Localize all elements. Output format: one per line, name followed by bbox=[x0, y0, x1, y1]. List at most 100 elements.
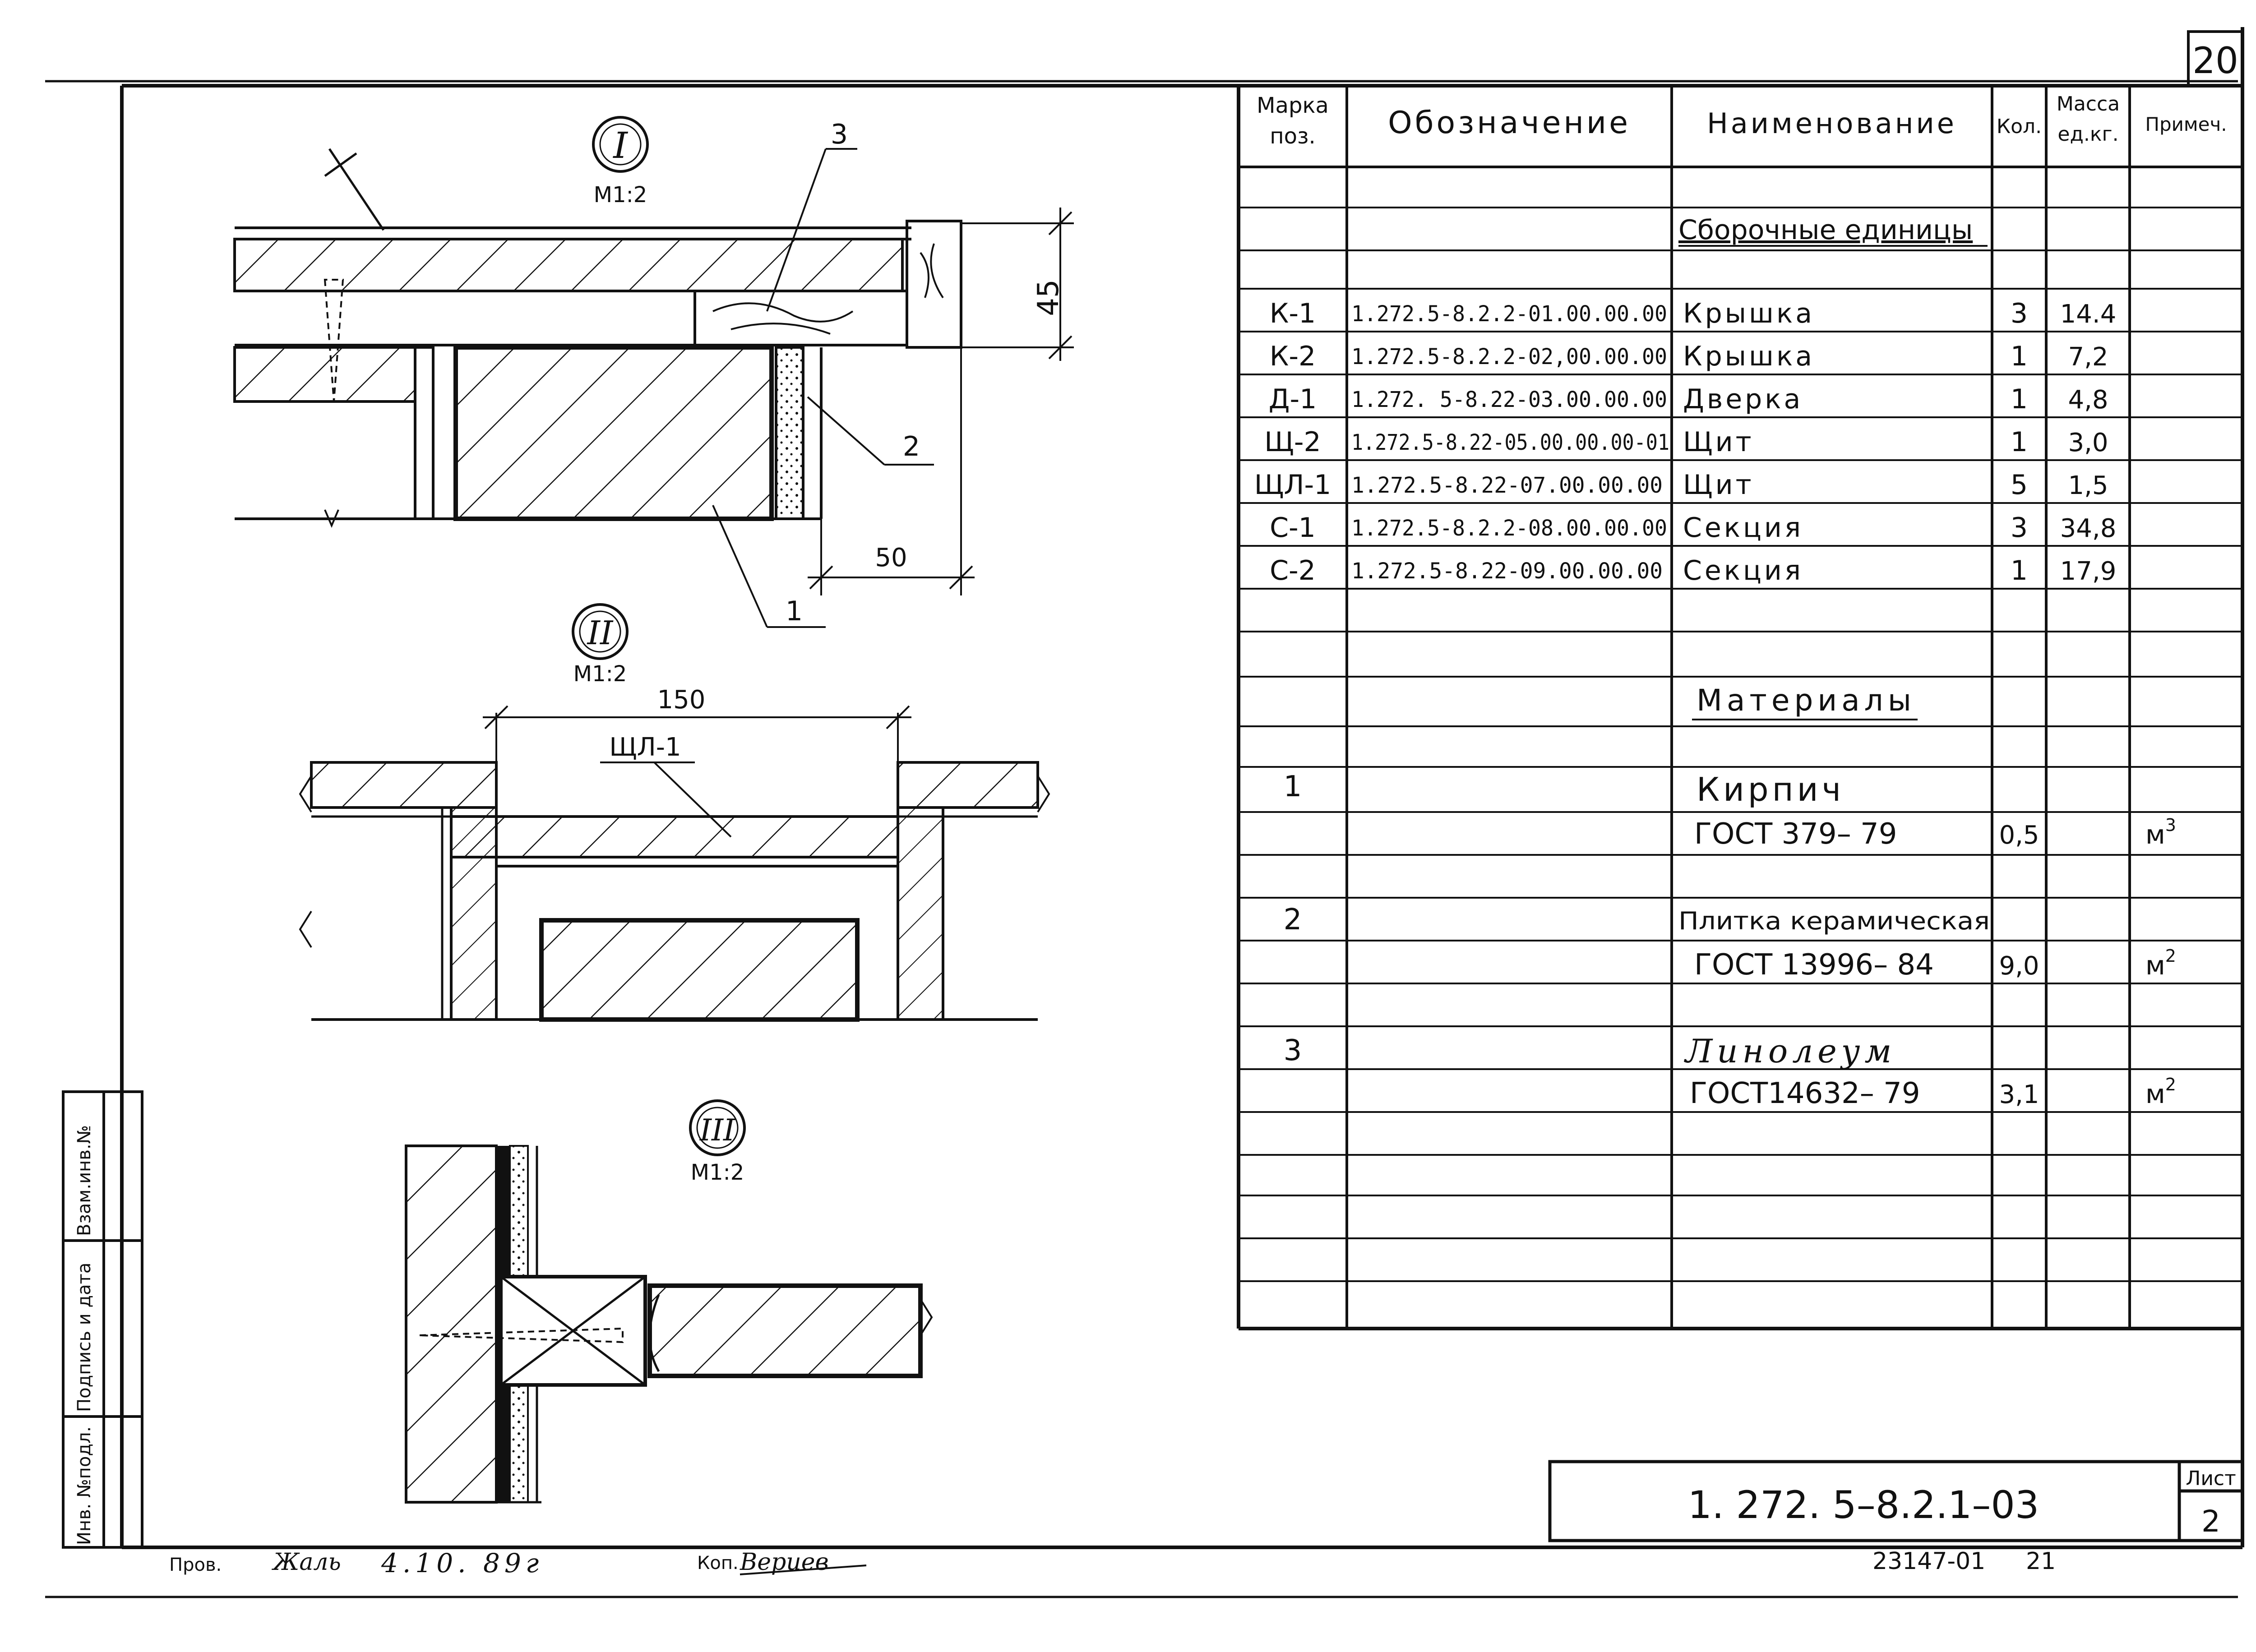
detail-1-callout-2: 2 bbox=[903, 431, 920, 462]
archive-number: 23147-01 bbox=[1872, 1548, 1985, 1575]
detail-2-numeral: II bbox=[587, 614, 614, 652]
item-mass: 3,0 bbox=[2068, 428, 2108, 457]
title-block bbox=[1548, 1460, 2244, 1542]
item-mark: К-1 bbox=[1270, 298, 1316, 329]
item-qty: 3 bbox=[2011, 298, 2028, 329]
material-unit: м3 bbox=[2145, 815, 2176, 850]
item-designation: 1.272.5-8.22-05.00.00.00-01 bbox=[1351, 430, 1669, 455]
item-mass: 7,2 bbox=[2068, 342, 2108, 372]
sheet-frame bbox=[45, 27, 2244, 1598]
side-stamp bbox=[62, 1090, 143, 1549]
material-std: ГОСТ14632– 79 bbox=[1690, 1077, 1920, 1110]
stamp-signature-date: Подпись и дата bbox=[74, 1263, 95, 1412]
item-mark: К-2 bbox=[1270, 341, 1316, 372]
item-designation: 1.272.5-8.2.2-01.00.00.00 bbox=[1351, 301, 1667, 327]
item-mass: 4,8 bbox=[2068, 385, 2108, 415]
detail-2-scale: М1:2 bbox=[573, 661, 627, 687]
material-unit: м2 bbox=[2145, 1075, 2176, 1109]
header-designation: Обозначение bbox=[1388, 105, 1631, 141]
detail-1-marker bbox=[592, 116, 649, 173]
item-mass: 14.4 bbox=[2060, 300, 2117, 329]
archive-page: 21 bbox=[2026, 1548, 2056, 1575]
stamp-inv-no: Инв. №подл. bbox=[74, 1426, 95, 1545]
detail-3: III М1:2 bbox=[405, 1099, 933, 1504]
item-mark: С-1 bbox=[1270, 512, 1316, 544]
item-mark: Щ-2 bbox=[1264, 426, 1321, 458]
section-materials: Материалы bbox=[1697, 683, 1916, 718]
item-designation: 1.272.5-8.2.2-08.00.00.00 bbox=[1351, 516, 1667, 541]
item-name: Щит bbox=[1683, 426, 1754, 458]
detail-2-label: ЩЛ-1 bbox=[609, 733, 681, 762]
item-name: Крышка bbox=[1683, 341, 1815, 372]
spec-table-grid bbox=[1237, 86, 2242, 1330]
item-qty: 3 bbox=[2011, 512, 2028, 544]
checked-name: Жаль bbox=[271, 1549, 341, 1576]
item-qty: 1 bbox=[2011, 555, 2028, 586]
material-name: Плитка керамическая bbox=[1678, 907, 1990, 935]
material-name: Кирпич bbox=[1697, 771, 1845, 808]
item-designation: 1.272.5-8.22-09.00.00.00 bbox=[1351, 558, 1663, 584]
item-qty: 1 bbox=[2011, 383, 2028, 415]
materials-items: 1 Кирпич ГОСТ 379– 79 0,5 м3 2 Плитка ке… bbox=[1284, 770, 2176, 1110]
detail-3-marker bbox=[689, 1099, 746, 1156]
detail-1: I М1:2 bbox=[233, 116, 1074, 628]
header-mark-line1: Марка bbox=[1257, 93, 1329, 118]
assembly-items: К-1 1.272.5-8.2.2-01.00.00.00 Крышка 3 1… bbox=[1254, 298, 2117, 586]
item-designation: 1.272.5-8.22-07.00.00.00 bbox=[1351, 473, 1663, 498]
material-qty: 0,5 bbox=[1999, 821, 2039, 850]
material-unit: м2 bbox=[2145, 946, 2176, 981]
checked-date: 4.10. 89г bbox=[381, 1548, 543, 1578]
item-qty: 5 bbox=[2011, 469, 2028, 501]
detail-1-callout-3: 3 bbox=[831, 119, 848, 150]
header-mass-line1: Масса bbox=[2057, 92, 2120, 115]
detail-1-callout-1: 1 bbox=[786, 595, 803, 627]
detail-2-marker bbox=[572, 603, 629, 660]
material-pos: 1 bbox=[1284, 770, 1302, 803]
item-mass: 1,5 bbox=[2068, 471, 2108, 500]
detail-3-scale: М1:2 bbox=[691, 1160, 744, 1185]
copy-label: Коп. bbox=[697, 1553, 739, 1574]
section-assembly-units: Сборочные единицы bbox=[1678, 214, 1973, 246]
header-mark-line2: поз. bbox=[1270, 124, 1316, 149]
item-name: Секция bbox=[1683, 512, 1803, 544]
detail-1-numeral: I bbox=[612, 125, 628, 166]
document-code: 1. 272. 5–8.2.1–03 bbox=[1688, 1483, 2039, 1527]
material-std: ГОСТ 13996– 84 bbox=[1694, 948, 1934, 982]
material-pos: 2 bbox=[1284, 903, 1302, 937]
material-name: Линолеум bbox=[1684, 1032, 1896, 1070]
item-mark: ЩЛ-1 bbox=[1254, 469, 1331, 501]
item-name: Крышка bbox=[1683, 298, 1815, 329]
detail-1-dim-45: 45 bbox=[1032, 279, 1065, 316]
detail-1-dim-50: 50 bbox=[875, 543, 907, 572]
material-qty: 9,0 bbox=[1999, 951, 2039, 981]
detail-1-scale: М1:2 bbox=[594, 182, 647, 208]
material-std: ГОСТ 379– 79 bbox=[1694, 817, 1897, 851]
spec-table-rows bbox=[1239, 207, 2242, 1282]
header-note: Примеч. bbox=[2145, 113, 2227, 135]
material-pos: 3 bbox=[1284, 1034, 1302, 1067]
detail-3-numeral: III bbox=[699, 1113, 736, 1148]
item-designation: 1.272. 5-8.22-03.00.00.00 bbox=[1351, 387, 1667, 412]
item-mark: С-2 bbox=[1270, 555, 1316, 586]
stamp-replace-inv: Взам.инв.№ bbox=[74, 1125, 95, 1236]
item-mass: 34,8 bbox=[2060, 514, 2117, 543]
detail-2-dim-150: 150 bbox=[657, 685, 706, 715]
item-name: Дверка bbox=[1683, 383, 1803, 415]
header-mass-line2: ед.кг. bbox=[2057, 123, 2118, 146]
item-designation: 1.272.5-8.2.2-02,00.00.00 bbox=[1351, 344, 1667, 369]
header-name: Наименование bbox=[1707, 107, 1957, 140]
item-name: Секция bbox=[1683, 555, 1803, 586]
checked-label: Пров. bbox=[169, 1555, 222, 1575]
detail-2: II М1:2 150 ЩЛ-1 bbox=[299, 603, 1050, 1022]
item-name: Щит bbox=[1683, 469, 1754, 501]
item-qty: 1 bbox=[2011, 426, 2028, 458]
material-qty: 3,1 bbox=[1999, 1080, 2039, 1109]
sheet-value: 2 bbox=[2201, 1504, 2220, 1539]
sheet-label: Лист bbox=[2186, 1467, 2236, 1490]
item-qty: 1 bbox=[2011, 341, 2028, 372]
header-qty: Кол. bbox=[1997, 115, 2042, 138]
item-mass: 17,9 bbox=[2060, 557, 2117, 586]
corner-sheet-number: 20 bbox=[2192, 40, 2238, 82]
item-mark: Д-1 bbox=[1269, 383, 1317, 415]
